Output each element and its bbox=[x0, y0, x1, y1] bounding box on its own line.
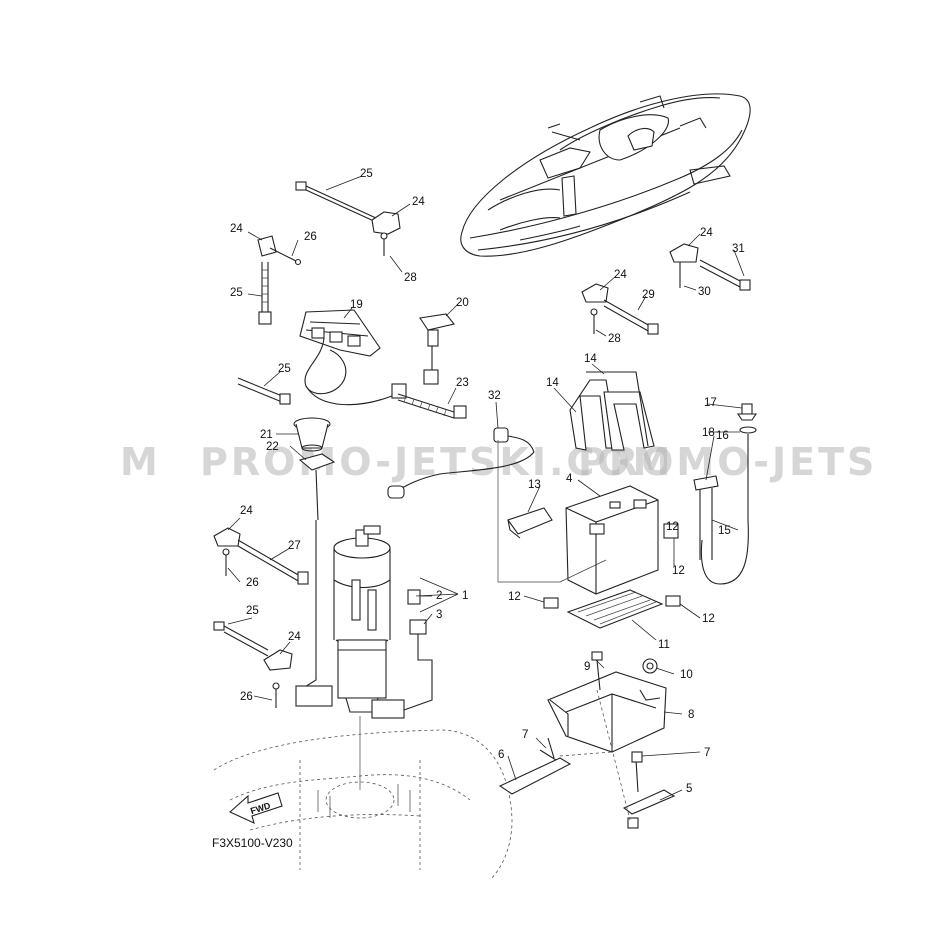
callout-25d: 25 bbox=[246, 605, 259, 617]
watercraft-illustration bbox=[460, 93, 751, 257]
callout-25b: 25 bbox=[230, 287, 243, 299]
callout-9: 9 bbox=[584, 661, 590, 673]
callout-27: 27 bbox=[288, 540, 301, 552]
grommet-21 bbox=[293, 417, 331, 452]
battery-4 bbox=[565, 485, 659, 595]
callout-14a: 14 bbox=[546, 377, 559, 389]
callout-24f: 24 bbox=[288, 631, 301, 643]
clamp-24-lower-2 bbox=[263, 649, 293, 708]
callout-29: 29 bbox=[642, 289, 655, 301]
fuel-pump-assembly-1 bbox=[295, 520, 433, 790]
callout-2: 2 bbox=[436, 590, 442, 602]
battery-strap-14 bbox=[569, 371, 655, 451]
callout-4: 4 bbox=[566, 473, 573, 485]
callout-8: 8 bbox=[688, 709, 694, 721]
callout-12c: 12 bbox=[702, 613, 715, 625]
callout-11: 11 bbox=[658, 639, 670, 651]
callout-24a: 24 bbox=[412, 196, 425, 208]
battery-mat-11 bbox=[566, 589, 664, 629]
callout-26c: 26 bbox=[240, 691, 253, 703]
callout-20: 20 bbox=[456, 297, 469, 309]
callout-23: 23 bbox=[456, 377, 469, 389]
callout-1: 1 bbox=[462, 590, 468, 602]
callout-25a: 25 bbox=[360, 168, 373, 180]
callout-24c: 24 bbox=[700, 227, 713, 239]
callout-6: 6 bbox=[498, 749, 504, 761]
cable-tie-25-left bbox=[258, 262, 272, 325]
clamp-24-top bbox=[371, 211, 401, 256]
callout-26a: 26 bbox=[304, 231, 317, 243]
breather-tube-15 bbox=[693, 403, 758, 585]
cable-tie-29 bbox=[603, 299, 659, 335]
pads-12 bbox=[543, 523, 681, 609]
clamp-24-right-2 bbox=[581, 283, 609, 334]
cable-tie-31 bbox=[699, 259, 751, 291]
watermark-left: M bbox=[120, 440, 161, 484]
callout-7b: 7 bbox=[704, 747, 710, 759]
callout-16: 16 bbox=[716, 430, 729, 442]
assembly-dash-lines bbox=[559, 689, 631, 821]
callout-12d: 12 bbox=[666, 521, 679, 533]
clip-22 bbox=[298, 453, 336, 521]
watermark: M PROMO-JETSKI.COM PROMO-JETS bbox=[0, 440, 936, 490]
sensor-32 bbox=[387, 427, 535, 499]
relay-20 bbox=[419, 313, 455, 385]
cable-tie-25-mid bbox=[237, 377, 291, 405]
cable-tie-25-lower bbox=[213, 621, 269, 657]
nut-10 bbox=[642, 658, 658, 674]
callout-13: 13 bbox=[528, 479, 541, 491]
callout-5: 5 bbox=[686, 783, 692, 795]
cable-tie-27 bbox=[237, 539, 309, 585]
callout-24b: 24 bbox=[230, 223, 243, 235]
callout-15: 15 bbox=[718, 525, 731, 537]
battery-box-8 bbox=[547, 671, 667, 753]
callout-10: 10 bbox=[680, 669, 693, 681]
bracket-6 bbox=[498, 737, 572, 795]
connector-block-19 bbox=[299, 309, 407, 406]
callout-17: 17 bbox=[704, 397, 717, 409]
corrugated-tube-23 bbox=[397, 393, 467, 419]
clamp-24-left bbox=[257, 235, 302, 266]
callout-28a: 28 bbox=[404, 272, 417, 284]
hull-floor bbox=[213, 729, 513, 881]
leader-32-bracket bbox=[497, 440, 607, 583]
callout-numbers: 1 2 3 4 5 6 7 7 8 9 10 11 12 12 12 12 13… bbox=[230, 168, 745, 795]
watermark-center: PROMO-JETSKI.COM bbox=[200, 440, 674, 484]
callout-25c: 25 bbox=[278, 363, 291, 375]
leader-lines bbox=[227, 175, 745, 801]
diagram-code: F3X5100-V230 bbox=[212, 836, 293, 850]
callout-30: 30 bbox=[698, 286, 711, 298]
clamp-24-lower-1 bbox=[213, 527, 241, 576]
bolt-9 bbox=[591, 651, 603, 691]
callout-31: 31 bbox=[732, 243, 745, 255]
callout-22: 22 bbox=[266, 441, 279, 453]
cable-tie-25-top bbox=[295, 181, 377, 223]
spacer-13 bbox=[507, 507, 553, 539]
callout-28b: 28 bbox=[608, 333, 621, 345]
callout-24d: 24 bbox=[614, 269, 627, 281]
callout-26b: 26 bbox=[246, 577, 259, 589]
callout-32: 32 bbox=[488, 390, 501, 402]
fwd-arrow-icon: FWD bbox=[229, 792, 283, 824]
callout-19: 19 bbox=[350, 299, 363, 311]
callout-14b: 14 bbox=[584, 353, 597, 365]
callout-18: 18 bbox=[702, 427, 715, 439]
bracket-5 bbox=[622, 751, 676, 829]
callout-12b: 12 bbox=[508, 591, 521, 603]
callout-3: 3 bbox=[436, 609, 442, 621]
watermark-right: PROMO-JETS bbox=[578, 440, 878, 484]
callout-21: 21 bbox=[260, 429, 273, 441]
callout-12a: 12 bbox=[672, 565, 685, 577]
clamp-24-right-1 bbox=[669, 243, 699, 288]
callout-7a: 7 bbox=[522, 729, 528, 741]
callout-24e: 24 bbox=[240, 505, 253, 517]
